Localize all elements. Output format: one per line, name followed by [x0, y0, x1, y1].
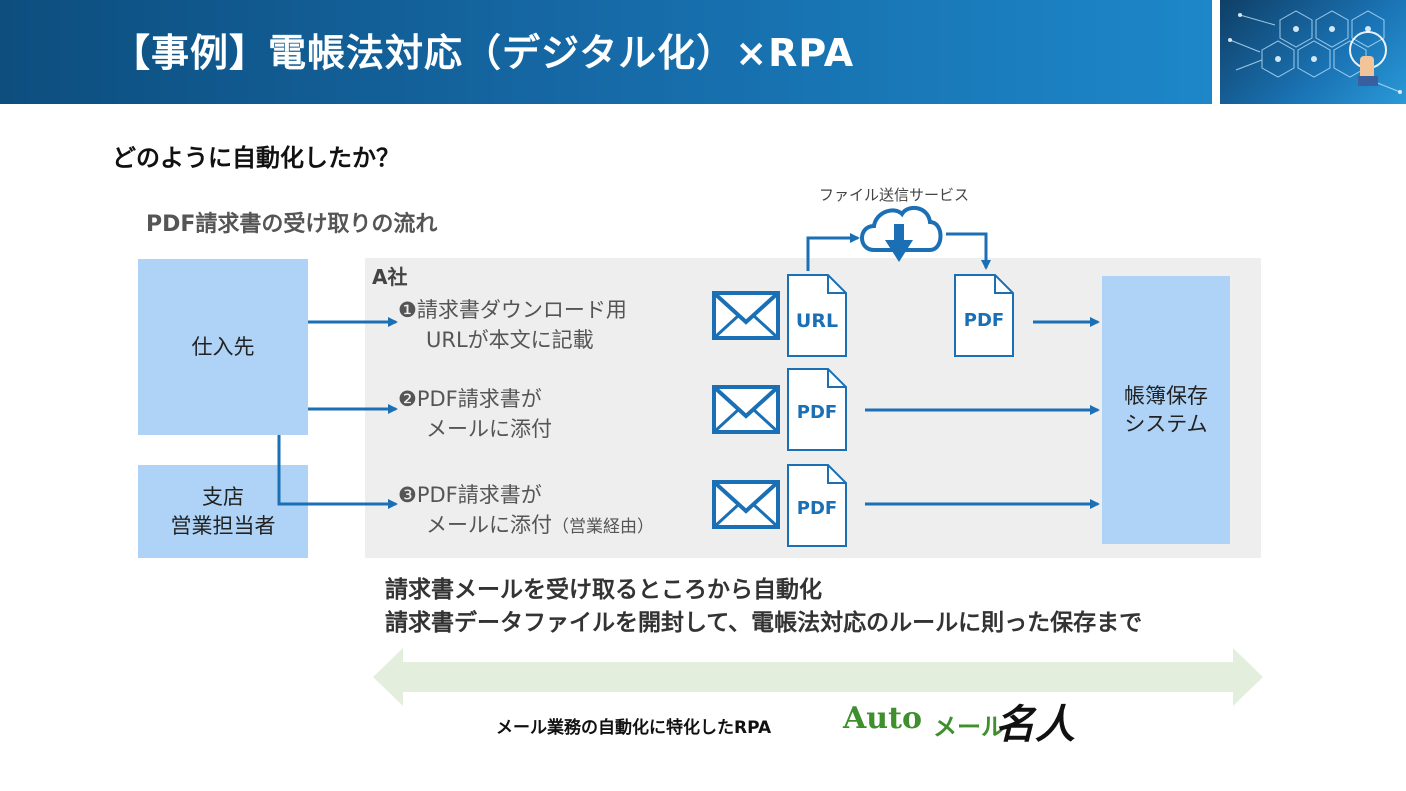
- automation-span-arrow: [373, 648, 1263, 706]
- cloud-download-icon: [860, 205, 943, 262]
- url-document-icon: URL: [787, 274, 847, 357]
- mail-envelope-icon: [712, 385, 780, 434]
- cloud-service-label: ファイル送信サービス: [819, 186, 970, 204]
- supplier-label: 仕入先: [191, 334, 255, 359]
- route-3-suffix: （営業経由）: [552, 517, 654, 538]
- route-2-text: ❷PDF請求書が メールに添付: [398, 384, 552, 445]
- automation-line2: 請求書データファイルを開封して、電帳法対応のルールに則った保存まで: [385, 610, 1143, 637]
- pdf-document-icon: PDF: [787, 464, 847, 547]
- storage-label-line1: 帳簿保存: [1124, 383, 1208, 408]
- downloaded-pdf-document-icon: PDF: [954, 274, 1014, 357]
- arrow-supplier-route3: [277, 435, 398, 509]
- route-1-number: ❶: [398, 298, 417, 322]
- automation-description: 請求書メールを受け取るところから自動化 請求書データファイルを開封して、電帳法対…: [385, 574, 1142, 641]
- mail-envelope-icon: [712, 480, 780, 529]
- header-network-illustration: [1220, 0, 1406, 104]
- logo-auto-text: Auto: [843, 701, 922, 736]
- logo-meijin-text: 名人: [995, 701, 1075, 748]
- logo-mail-text: メール: [933, 713, 1005, 741]
- route-2-number: ❷: [398, 387, 417, 411]
- section-question: どのように自動化したか？: [112, 144, 400, 172]
- route-3-line1: PDF請求書が: [416, 483, 542, 507]
- route-2-line2: メールに添付: [426, 417, 552, 442]
- company-label: A社: [372, 265, 408, 289]
- storage-label-line2: システム: [1124, 412, 1208, 436]
- route-2-line1: PDF請求書が: [416, 387, 542, 411]
- automation-line1: 請求書メールを受け取るところから自動化: [385, 577, 822, 603]
- flow-title: PDF請求書の受け取りの流れ: [146, 212, 438, 237]
- route-1-line1: 請求書ダウンロード用: [416, 298, 627, 322]
- pdf-document-label: PDF: [797, 498, 837, 519]
- branch-label-line1: 支店: [202, 485, 244, 510]
- branch-sales-box: 支店 営業担当者: [138, 465, 308, 558]
- route-1-text: ❶請求書ダウンロード用 URLが本文に記載: [398, 295, 627, 356]
- downloaded-pdf-label: PDF: [964, 310, 1004, 331]
- route-3-text: ❸PDF請求書が メールに添付（営業経由）: [398, 480, 654, 541]
- arrow-url-to-cloud: [806, 233, 860, 271]
- storage-system-box: 帳簿保存 システム: [1102, 276, 1230, 544]
- rpa-caption: メール業務の自動化に特化したRPA: [496, 718, 772, 738]
- mail-envelope-icon: [712, 291, 780, 340]
- page-title: 【事例】電帳法対応（デジタル化）×RPA: [112, 31, 855, 75]
- supplier-box: 仕入先: [138, 259, 308, 435]
- header-bar: [0, 0, 1212, 104]
- route-3-number: ❸: [398, 483, 417, 507]
- pdf-document-label: PDF: [797, 402, 837, 423]
- route-3-line2: メールに添付: [426, 513, 552, 538]
- route-1-line2: URLが本文に記載: [426, 328, 594, 353]
- arrow-cloud-to-pdf: [946, 232, 991, 270]
- pdf-document-icon: PDF: [787, 368, 847, 451]
- branch-label-line2: 営業担当者: [170, 513, 276, 538]
- url-document-label: URL: [796, 310, 838, 332]
